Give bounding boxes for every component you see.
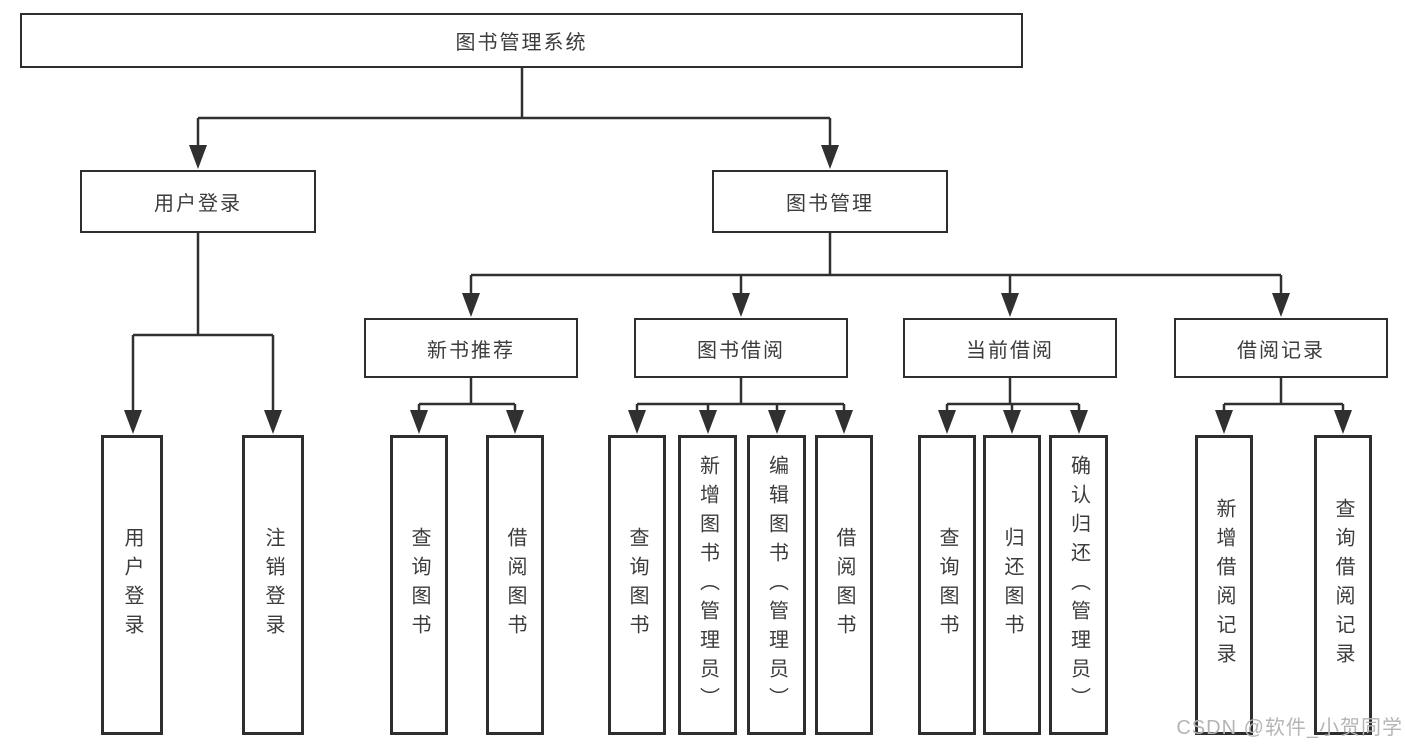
leaf-add-borrow-record: 新增借阅记录 <box>1195 435 1253 735</box>
node-label: 用户登录 <box>154 193 242 215</box>
leaf-query-books-recommend: 查询图书 <box>390 435 448 735</box>
leaf-borrow-books: 借阅图书 <box>815 435 873 735</box>
node-current-borrow: 当前借阅 <box>903 318 1117 378</box>
leaf-edit-books-admin: 编辑图书（管理员） <box>747 435 806 735</box>
leaf-query-borrow-record: 查询借阅记录 <box>1314 435 1372 735</box>
node-label: 借阅记录 <box>1237 339 1325 362</box>
node-label: 当前借阅 <box>966 339 1054 362</box>
node-book-borrow: 图书借阅 <box>634 318 848 378</box>
leaf-borrow-books-recommend: 借阅图书 <box>486 435 544 735</box>
leaf-label: 新增借阅记录 <box>1213 498 1235 672</box>
leaf-user-login: 用户登录 <box>101 435 163 735</box>
leaf-return-books: 归还图书 <box>983 435 1041 735</box>
leaf-label: 借阅图书 <box>504 527 526 643</box>
leaf-add-books-admin: 新增图书（管理员） <box>678 435 737 735</box>
leaf-label: 查询图书 <box>408 527 430 643</box>
leaf-query-books-borrow: 查询图书 <box>608 435 666 735</box>
node-book-management: 图书管理 <box>712 170 948 233</box>
leaf-logout: 注销登录 <box>242 435 304 735</box>
leaf-query-books-current: 查询图书 <box>918 435 976 735</box>
leaf-label: 查询图书 <box>936 527 958 643</box>
node-user-login: 用户登录 <box>80 170 316 233</box>
node-label: 图书管理 <box>786 193 874 215</box>
node-label: 图书借阅 <box>697 339 785 362</box>
leaf-confirm-return-admin: 确认归还（管理员） <box>1049 435 1108 735</box>
watermark: CSDN @软件_小贺同学 <box>1176 717 1403 739</box>
leaf-label: 注销登录 <box>262 527 284 643</box>
leaf-label: 用户登录 <box>121 527 143 643</box>
leaf-label: 归还图书 <box>1001 527 1023 643</box>
leaf-label: 确认归还（管理员） <box>1067 454 1090 716</box>
node-label: 图书管理系统 <box>455 32 588 54</box>
leaf-label: 编辑图书（管理员） <box>765 454 788 716</box>
node-borrow-records: 借阅记录 <box>1174 318 1388 378</box>
node-label: 新书推荐 <box>427 339 515 362</box>
node-new-book-recommend: 新书推荐 <box>364 318 578 378</box>
leaf-label: 查询借阅记录 <box>1332 498 1354 672</box>
leaf-label: 新增图书（管理员） <box>696 454 719 716</box>
leaf-label: 查询图书 <box>626 527 648 643</box>
leaf-label: 借阅图书 <box>833 527 855 643</box>
node-book-management-system: 图书管理系统 <box>20 13 1023 68</box>
